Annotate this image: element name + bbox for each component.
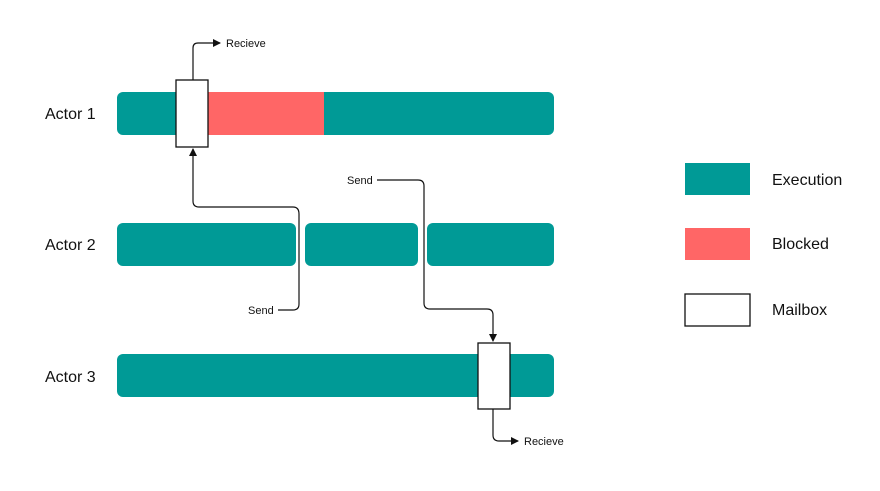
receive-arrow-actor3 xyxy=(492,409,519,445)
send-arrow-actor2-to-actor1 xyxy=(189,148,300,311)
legend-blocked-swatch xyxy=(685,228,750,260)
legend-mailbox-swatch xyxy=(684,293,751,327)
legend: Execution Blocked Mailbox xyxy=(684,163,842,327)
actor-3-execution-bar xyxy=(117,354,554,397)
actor-1-mailbox xyxy=(175,79,209,148)
send-label-actor1: Send xyxy=(347,175,373,187)
send-arrow-to-actor3 xyxy=(377,179,497,342)
actor-1-blocked-segment xyxy=(208,92,324,135)
actor-2-execution-segment-2 xyxy=(305,223,418,266)
receive-label-actor1: Recieve xyxy=(226,38,266,50)
legend-execution-swatch xyxy=(685,163,750,195)
actor-2-execution-segment-3 xyxy=(427,223,554,266)
send-label-actor2: Send xyxy=(248,305,274,317)
actor-2-execution-segment-1 xyxy=(117,223,296,266)
actor-1-label: Actor 1 xyxy=(45,106,96,123)
actor-2-label: Actor 2 xyxy=(45,237,96,254)
actor-3-mailbox xyxy=(477,342,511,410)
legend-execution-label: Execution xyxy=(772,172,842,189)
receive-arrow-actor1 xyxy=(192,39,221,80)
legend-blocked-label: Blocked xyxy=(772,236,829,253)
actor-3-label: Actor 3 xyxy=(45,369,96,386)
receive-label-actor3: Recieve xyxy=(524,436,564,448)
legend-mailbox-label: Mailbox xyxy=(772,302,827,319)
